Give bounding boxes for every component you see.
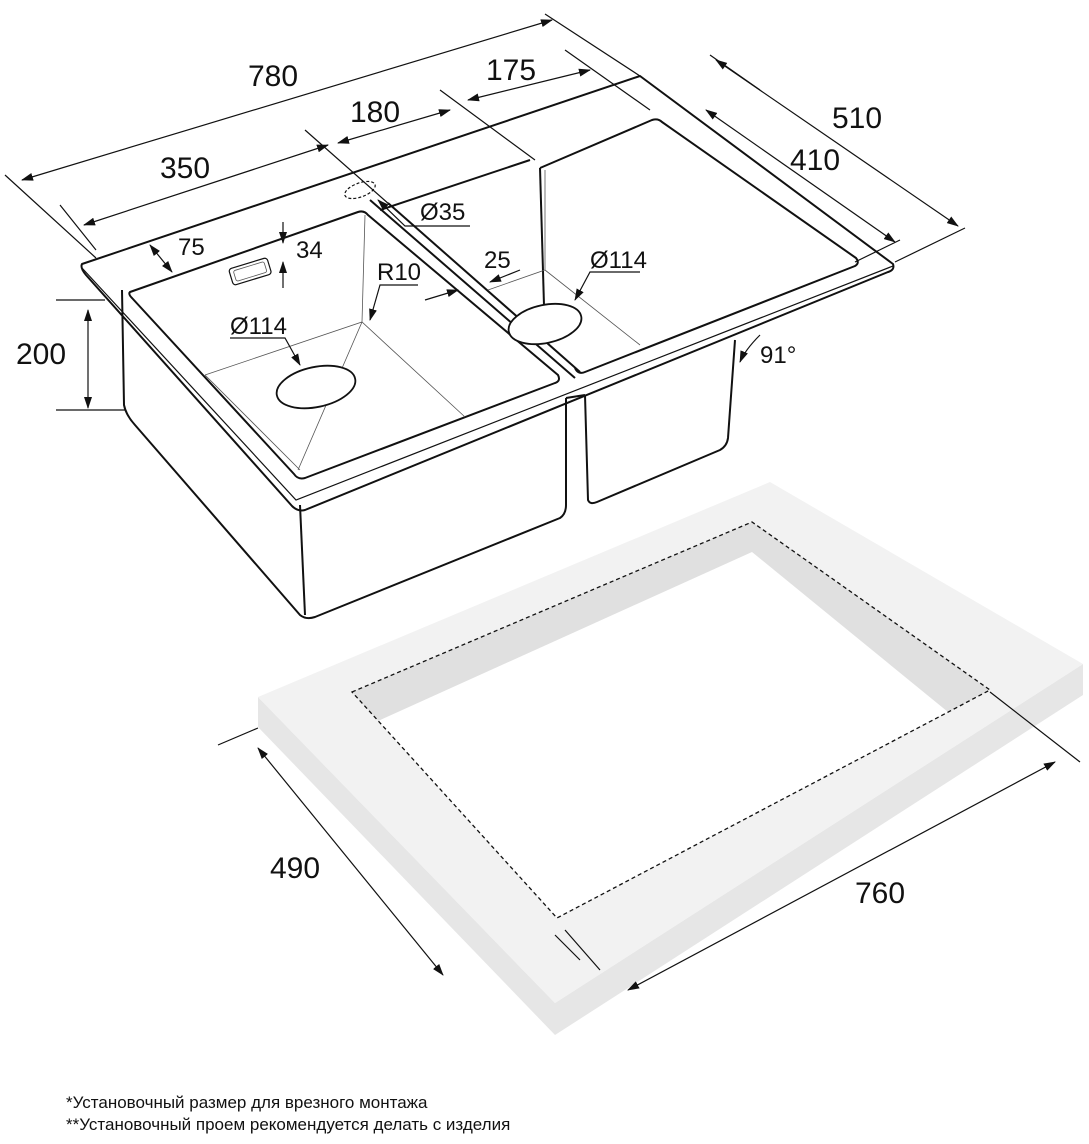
footnotes: *Установочный размер для врезного монтаж… [66,1092,510,1136]
dim-34: 34 [296,237,323,264]
sink-rim [80,75,895,512]
left-bowl [128,210,560,480]
dim-175: 175 [486,54,536,87]
dimension-lines [21,19,1056,991]
dim-410: 410 [790,144,840,177]
cutout-outline [350,521,992,919]
dim-75: 75 [178,234,205,261]
dim-350: 350 [160,152,210,185]
dim-510: 510 [832,102,882,135]
dim-25: 25 [484,247,511,274]
right-bowl [344,118,859,379]
dim-drain-left: Ø114 [230,313,287,340]
footnote-2: **Установочный проем рекомендуется делат… [66,1115,511,1134]
footnote-1: *Установочный размер для врезного монтаж… [66,1093,428,1112]
dim-drain-right: Ø114 [590,247,647,274]
dim-780: 780 [248,60,298,93]
dim-760: 760 [855,877,905,910]
right-drain [507,302,583,346]
dim-tap-hole: Ø35 [420,199,465,226]
dim-200: 200 [16,338,66,371]
tap-hole [344,180,376,200]
dim-radius: R10 [377,259,421,286]
dim-angle: 91° [760,342,796,369]
dim-180: 180 [350,96,400,129]
countertop [258,482,1083,1035]
dim-490: 490 [270,852,320,885]
logo-badge [228,257,272,286]
left-drain [275,364,357,410]
sink-body [121,289,736,620]
